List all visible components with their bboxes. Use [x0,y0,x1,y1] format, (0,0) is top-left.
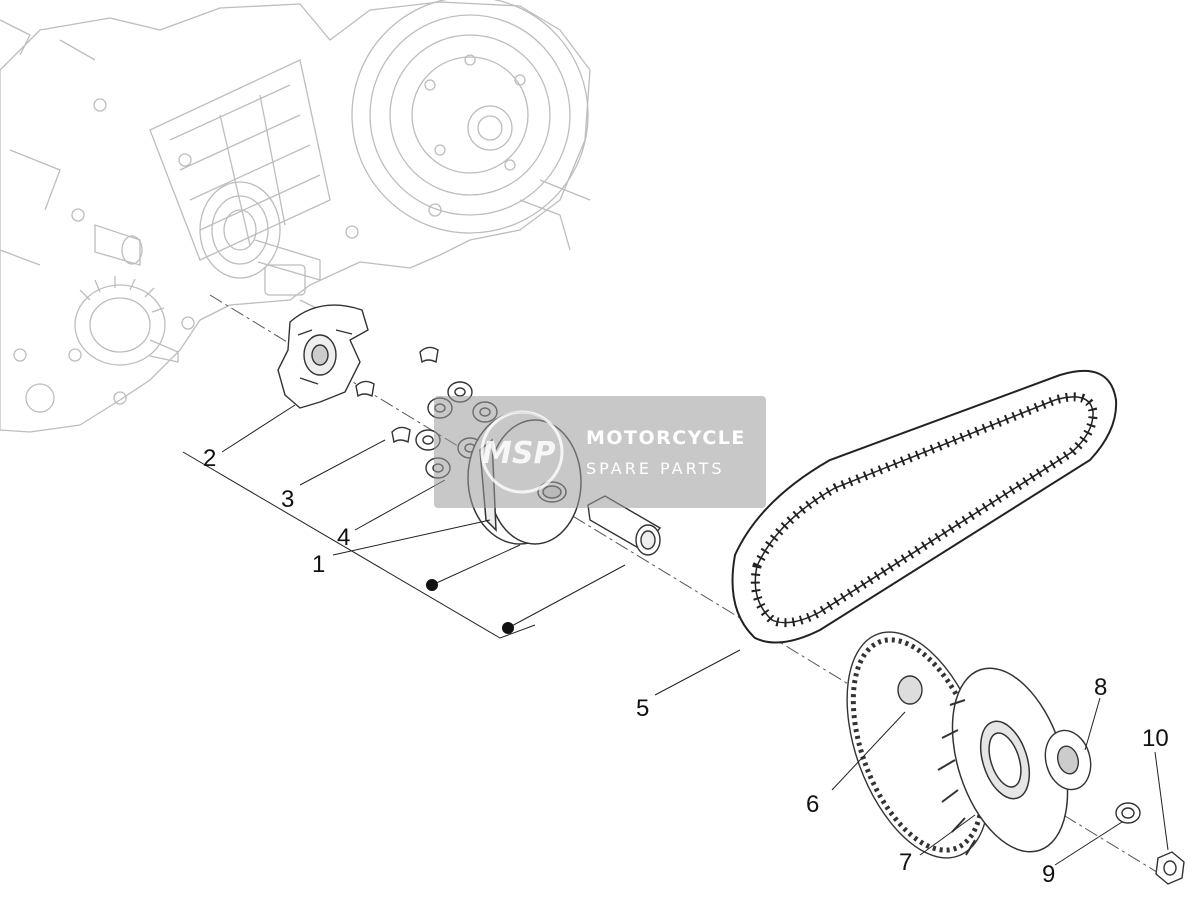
part-washer [1115,802,1141,824]
part-nut [1155,851,1185,885]
callout-3: 3 [281,486,294,513]
callout-2: 2 [203,445,216,472]
watermark: MSP MOTORCYCLE SPARE PARTS [434,396,766,508]
callout-9: 9 [1042,861,1055,888]
callout-6: 6 [806,791,819,818]
callout-5: 5 [636,695,649,722]
callout-10: 10 [1142,725,1169,752]
callout-7: 7 [899,849,912,876]
watermark-logo-text: MSP [482,436,555,471]
callout-8: 8 [1094,674,1107,701]
leader-dot [502,622,514,634]
watermark-logo-globe [480,410,564,494]
part-sliders [355,346,439,444]
callout-1: 1 [312,551,325,578]
watermark-subtitle: SPARE PARTS [586,459,725,478]
watermark-title: MOTORCYCLE [586,427,746,449]
part-clutch-hub [1044,729,1092,791]
callout-4: 4 [337,524,350,551]
part-bushing-sleeve [587,495,662,556]
engine-crankcase-ghost [0,0,591,433]
leader-dot [426,579,438,591]
leader-lines [182,404,1169,866]
part-drive-belt [731,369,1118,644]
part-driven-pulley [937,667,1069,856]
part-ramp-plate [277,304,369,409]
